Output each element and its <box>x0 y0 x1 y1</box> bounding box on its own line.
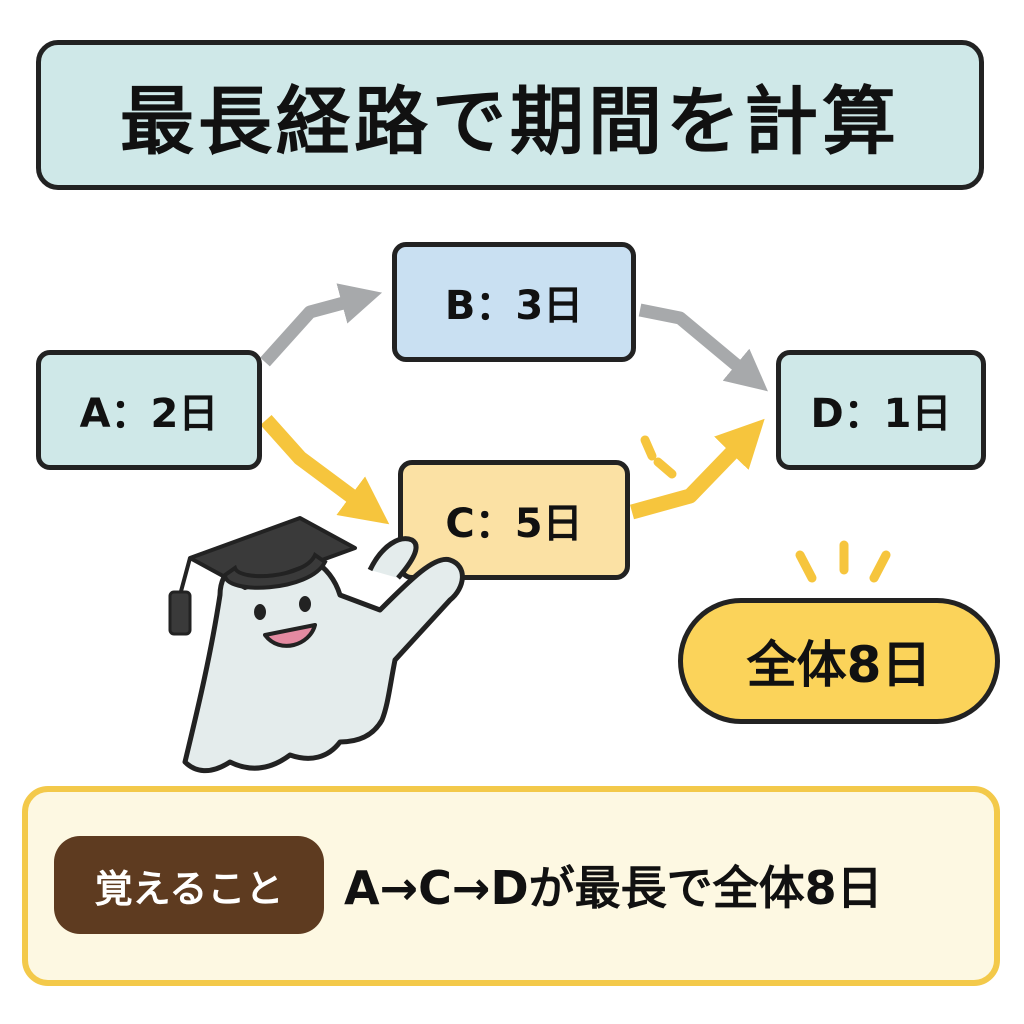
node-a: A：2日 <box>36 350 262 470</box>
arrow-a-to-b <box>260 283 383 367</box>
page-title: 最長経路で期間を計算 <box>36 40 984 190</box>
memo-text: A→C→Dが最長で全体8日 <box>344 861 883 915</box>
arrow-b-to-d <box>638 303 768 392</box>
arrow-a-to-c <box>260 414 390 525</box>
node-d: D：1日 <box>776 350 986 470</box>
total-duration-badge: 全体8日 <box>678 598 1000 724</box>
memo-tag: 覚えること <box>54 836 324 934</box>
node-b: B：3日 <box>392 242 636 362</box>
arrow-c-to-d <box>630 418 765 520</box>
ghost-mascot-icon <box>168 516 465 774</box>
